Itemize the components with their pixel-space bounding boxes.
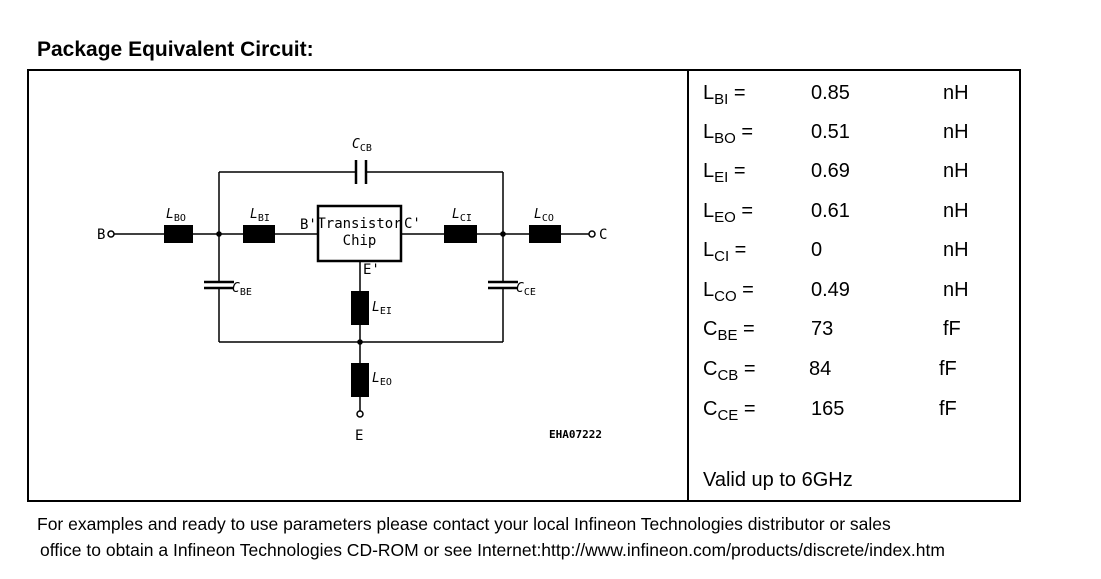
param-unit: fF [939,358,957,380]
frame-divider [687,69,689,502]
param-unit: nH [943,200,969,222]
param-name: LCI = [703,239,747,265]
node-label-c: C [599,227,607,243]
inductor-lbi [243,225,275,243]
node-label-b: B [97,227,105,243]
param-value: 73 [811,318,834,340]
inductor-blocks [164,225,561,397]
label-lbo: LBO [166,207,186,224]
param-value: 0.69 [811,160,850,182]
param-name: LEO = [703,200,754,226]
param-unit: nH [943,239,969,261]
terminal-e [356,410,364,418]
label-lci: LCI [452,207,472,224]
param-unit: fF [939,398,957,420]
label-lco: LCO [534,207,554,224]
param-name: LEI = [703,160,746,186]
chip-label-line2: Chip [343,233,377,249]
section-title: Package Equivalent Circuit: [37,38,314,61]
label-cbe: CBE [232,281,252,298]
param-value: 0.85 [811,82,850,104]
inductor-lco [529,225,561,243]
inductor-lci [444,225,477,243]
terminal-c [588,230,596,238]
terminals [107,230,596,418]
param-unit: fF [943,318,961,340]
param-value: 0.61 [811,200,850,222]
param-unit: nH [943,82,969,104]
node-label-c-prime: C' [404,216,421,232]
param-name: CCB = [703,358,756,384]
chip-label-line1: Transistor [317,216,401,232]
inductor-lbo [164,225,193,243]
transistor-chip-box [316,204,403,263]
param-name: CCE = [703,398,756,424]
param-value: 0.49 [811,279,850,301]
footer-line-1: For examples and ready to use parameters… [37,514,891,534]
param-value: 0 [811,239,823,261]
param-name: LCO = [703,279,754,305]
capacitor-plates [204,160,518,290]
drawing-id: EHA07222 [549,428,602,441]
param-value: 84 [809,358,832,380]
param-name: LBO = [703,121,754,147]
terminal-b [107,230,115,238]
node-label-e: E [355,428,363,444]
param-name: LBI = [703,82,746,108]
label-lei: LEI [372,300,392,317]
param-value: 165 [811,398,845,420]
param-value: 0.51 [811,121,850,143]
param-unit: nH [943,279,969,301]
param-unit: nH [943,160,969,182]
label-leo: LEO [372,371,392,388]
circuit-wires [114,171,589,411]
param-name: CBE = [703,318,755,344]
junction-dots [216,231,506,345]
node-label-e-prime: E' [363,262,380,278]
inductor-leo [351,363,369,397]
equivalent-circuit-diagram: Transistor Chip B C E B' C' E' LBO LBI L… [97,137,607,444]
label-ccb: CCB [352,137,372,154]
circuit-frame [27,69,1021,502]
validity-note: Valid up to 6GHz [703,469,853,491]
label-cce: CCE [516,281,536,298]
label-lbi: LBI [250,207,270,224]
node-label-b-prime: B' [300,217,317,233]
inductor-lei [351,291,369,325]
param-unit: nH [943,121,969,143]
footer-line-2: office to obtain a Infineon Technologies… [40,540,945,560]
